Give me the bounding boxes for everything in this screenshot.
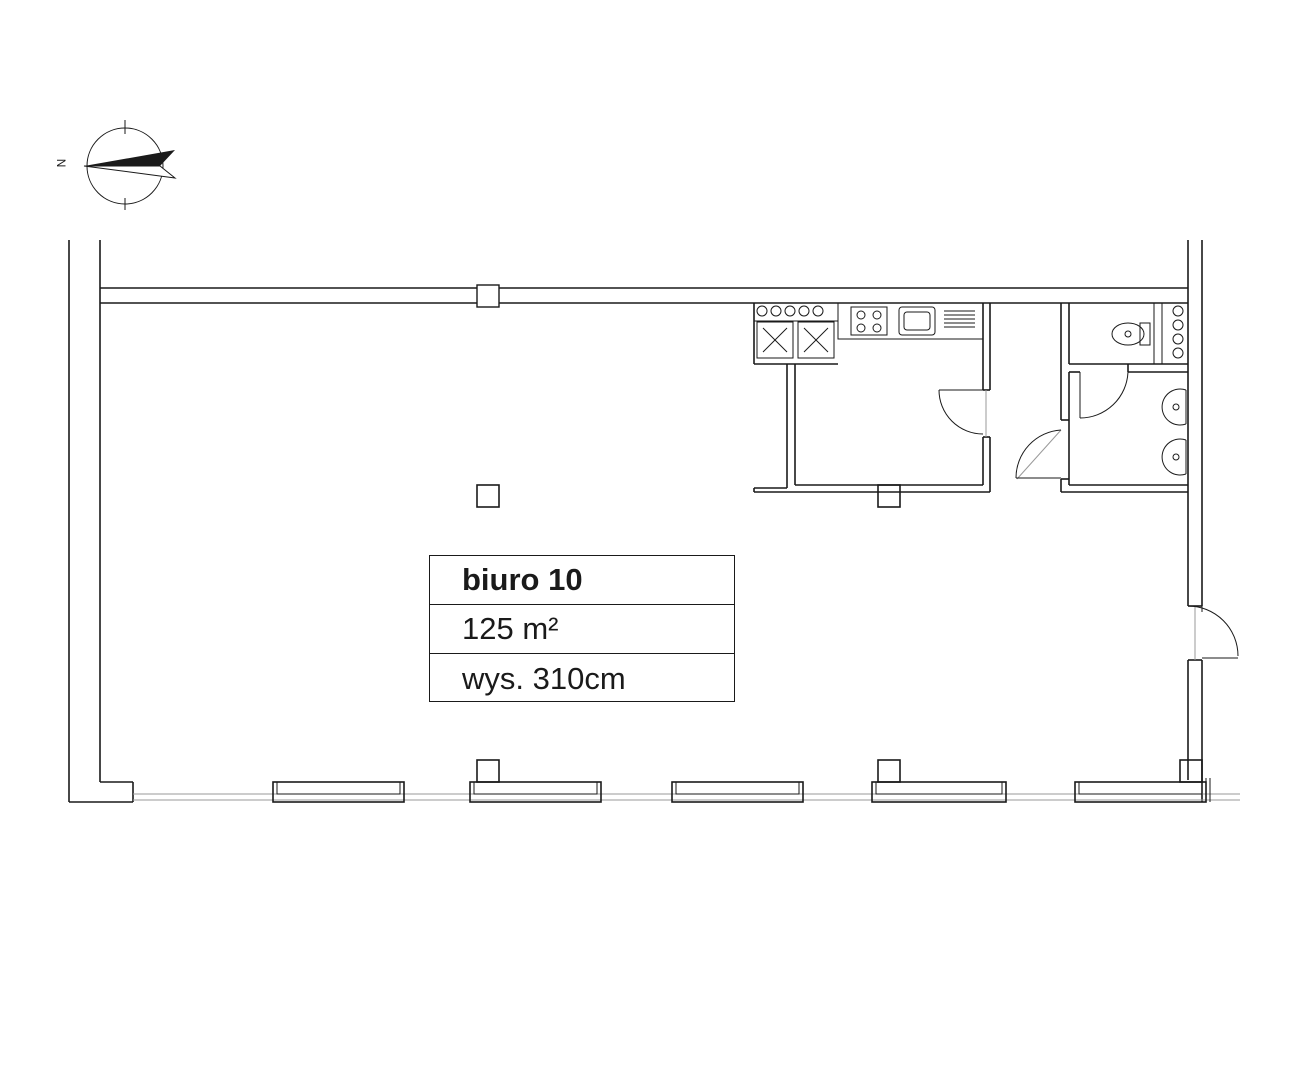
- entrance-door: [1187, 605, 1239, 660]
- room-height: wys. 310cm: [462, 660, 626, 696]
- window-wall: [133, 759, 1240, 803]
- room-label: biuro 10 125 m² wys. 310cm: [429, 555, 735, 702]
- outer-walls: [68, 240, 1203, 803]
- kitchen: [753, 302, 991, 508]
- north-label: N: [54, 158, 69, 168]
- column: [476, 484, 500, 508]
- bathrooms: [1015, 302, 1189, 493]
- room-name: biuro 10: [430, 556, 734, 605]
- room-area: 125 m²: [430, 605, 734, 654]
- north-arrow-icon: [83, 120, 177, 210]
